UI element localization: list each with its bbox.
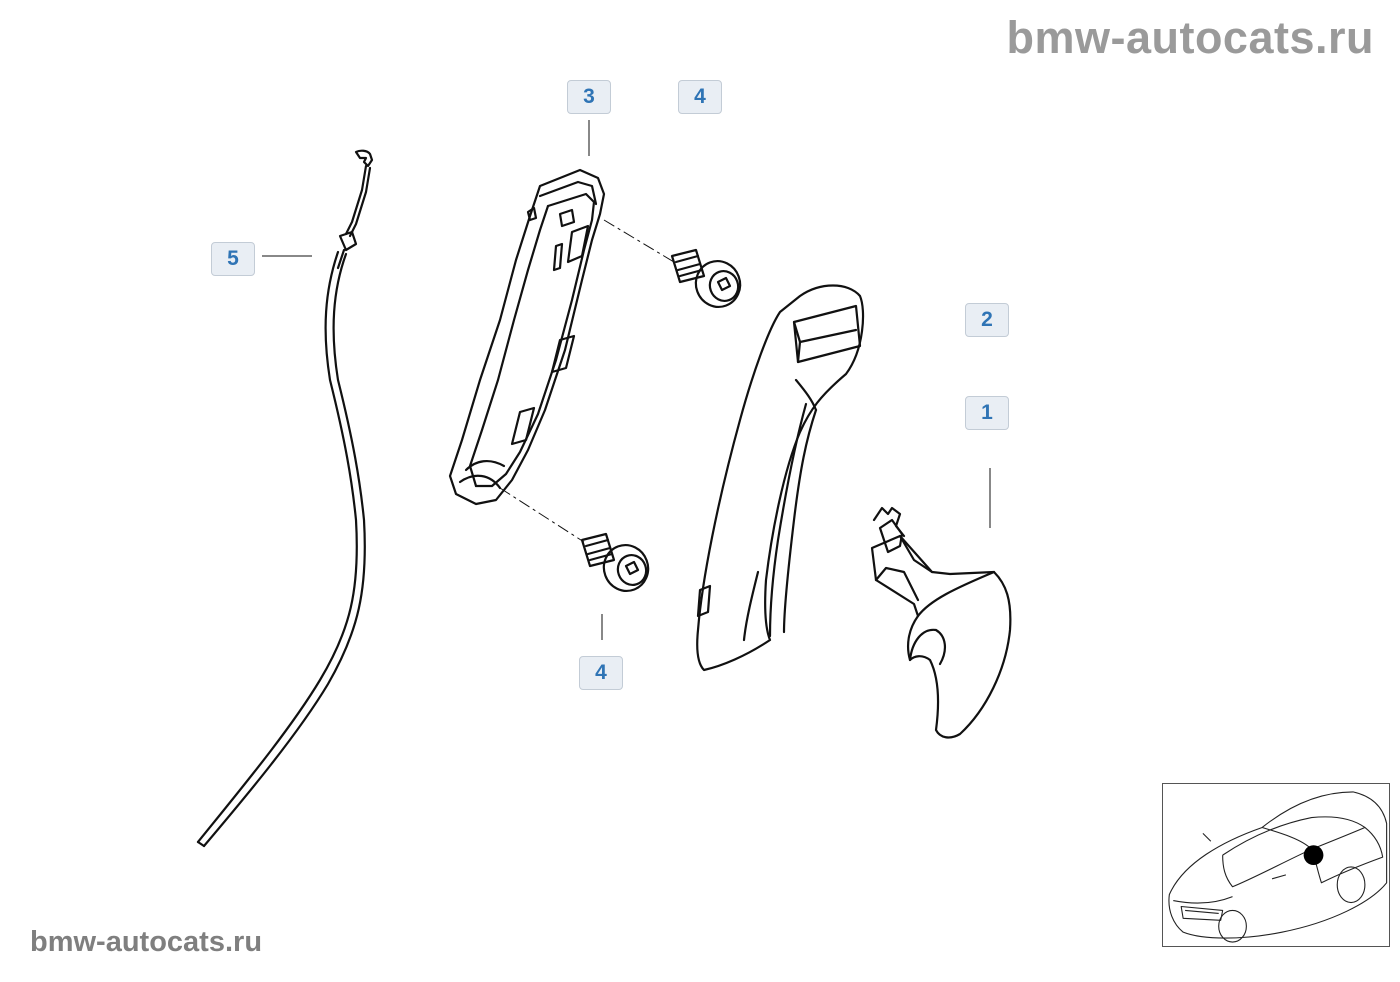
handle-cover-part (696, 284, 865, 672)
callout-4-upper[interactable]: 4 (678, 80, 722, 114)
assembly-axis-lines (499, 219, 675, 543)
callout-1[interactable]: 1 (965, 396, 1009, 430)
callout-2[interactable]: 2 (965, 303, 1009, 337)
bowden-cable-part (196, 149, 374, 848)
car-location-icon (1168, 791, 1388, 943)
screw-lower-part (580, 532, 650, 592)
vehicle-location-thumbnail (1162, 783, 1390, 947)
handle-insert-part (870, 506, 1012, 739)
callout-5[interactable]: 5 (211, 242, 255, 276)
location-marker-icon (1303, 845, 1324, 865)
watermark-bottom: bmw-autocats.ru (30, 926, 263, 958)
screw-upper-part (670, 248, 742, 308)
callout-3[interactable]: 3 (567, 80, 611, 114)
callout-4-lower[interactable]: 4 (579, 656, 623, 690)
callout-leaders (262, 120, 991, 640)
handle-bracket-part (448, 168, 606, 506)
watermark-top: bmw-autocats.ru (1006, 12, 1374, 63)
